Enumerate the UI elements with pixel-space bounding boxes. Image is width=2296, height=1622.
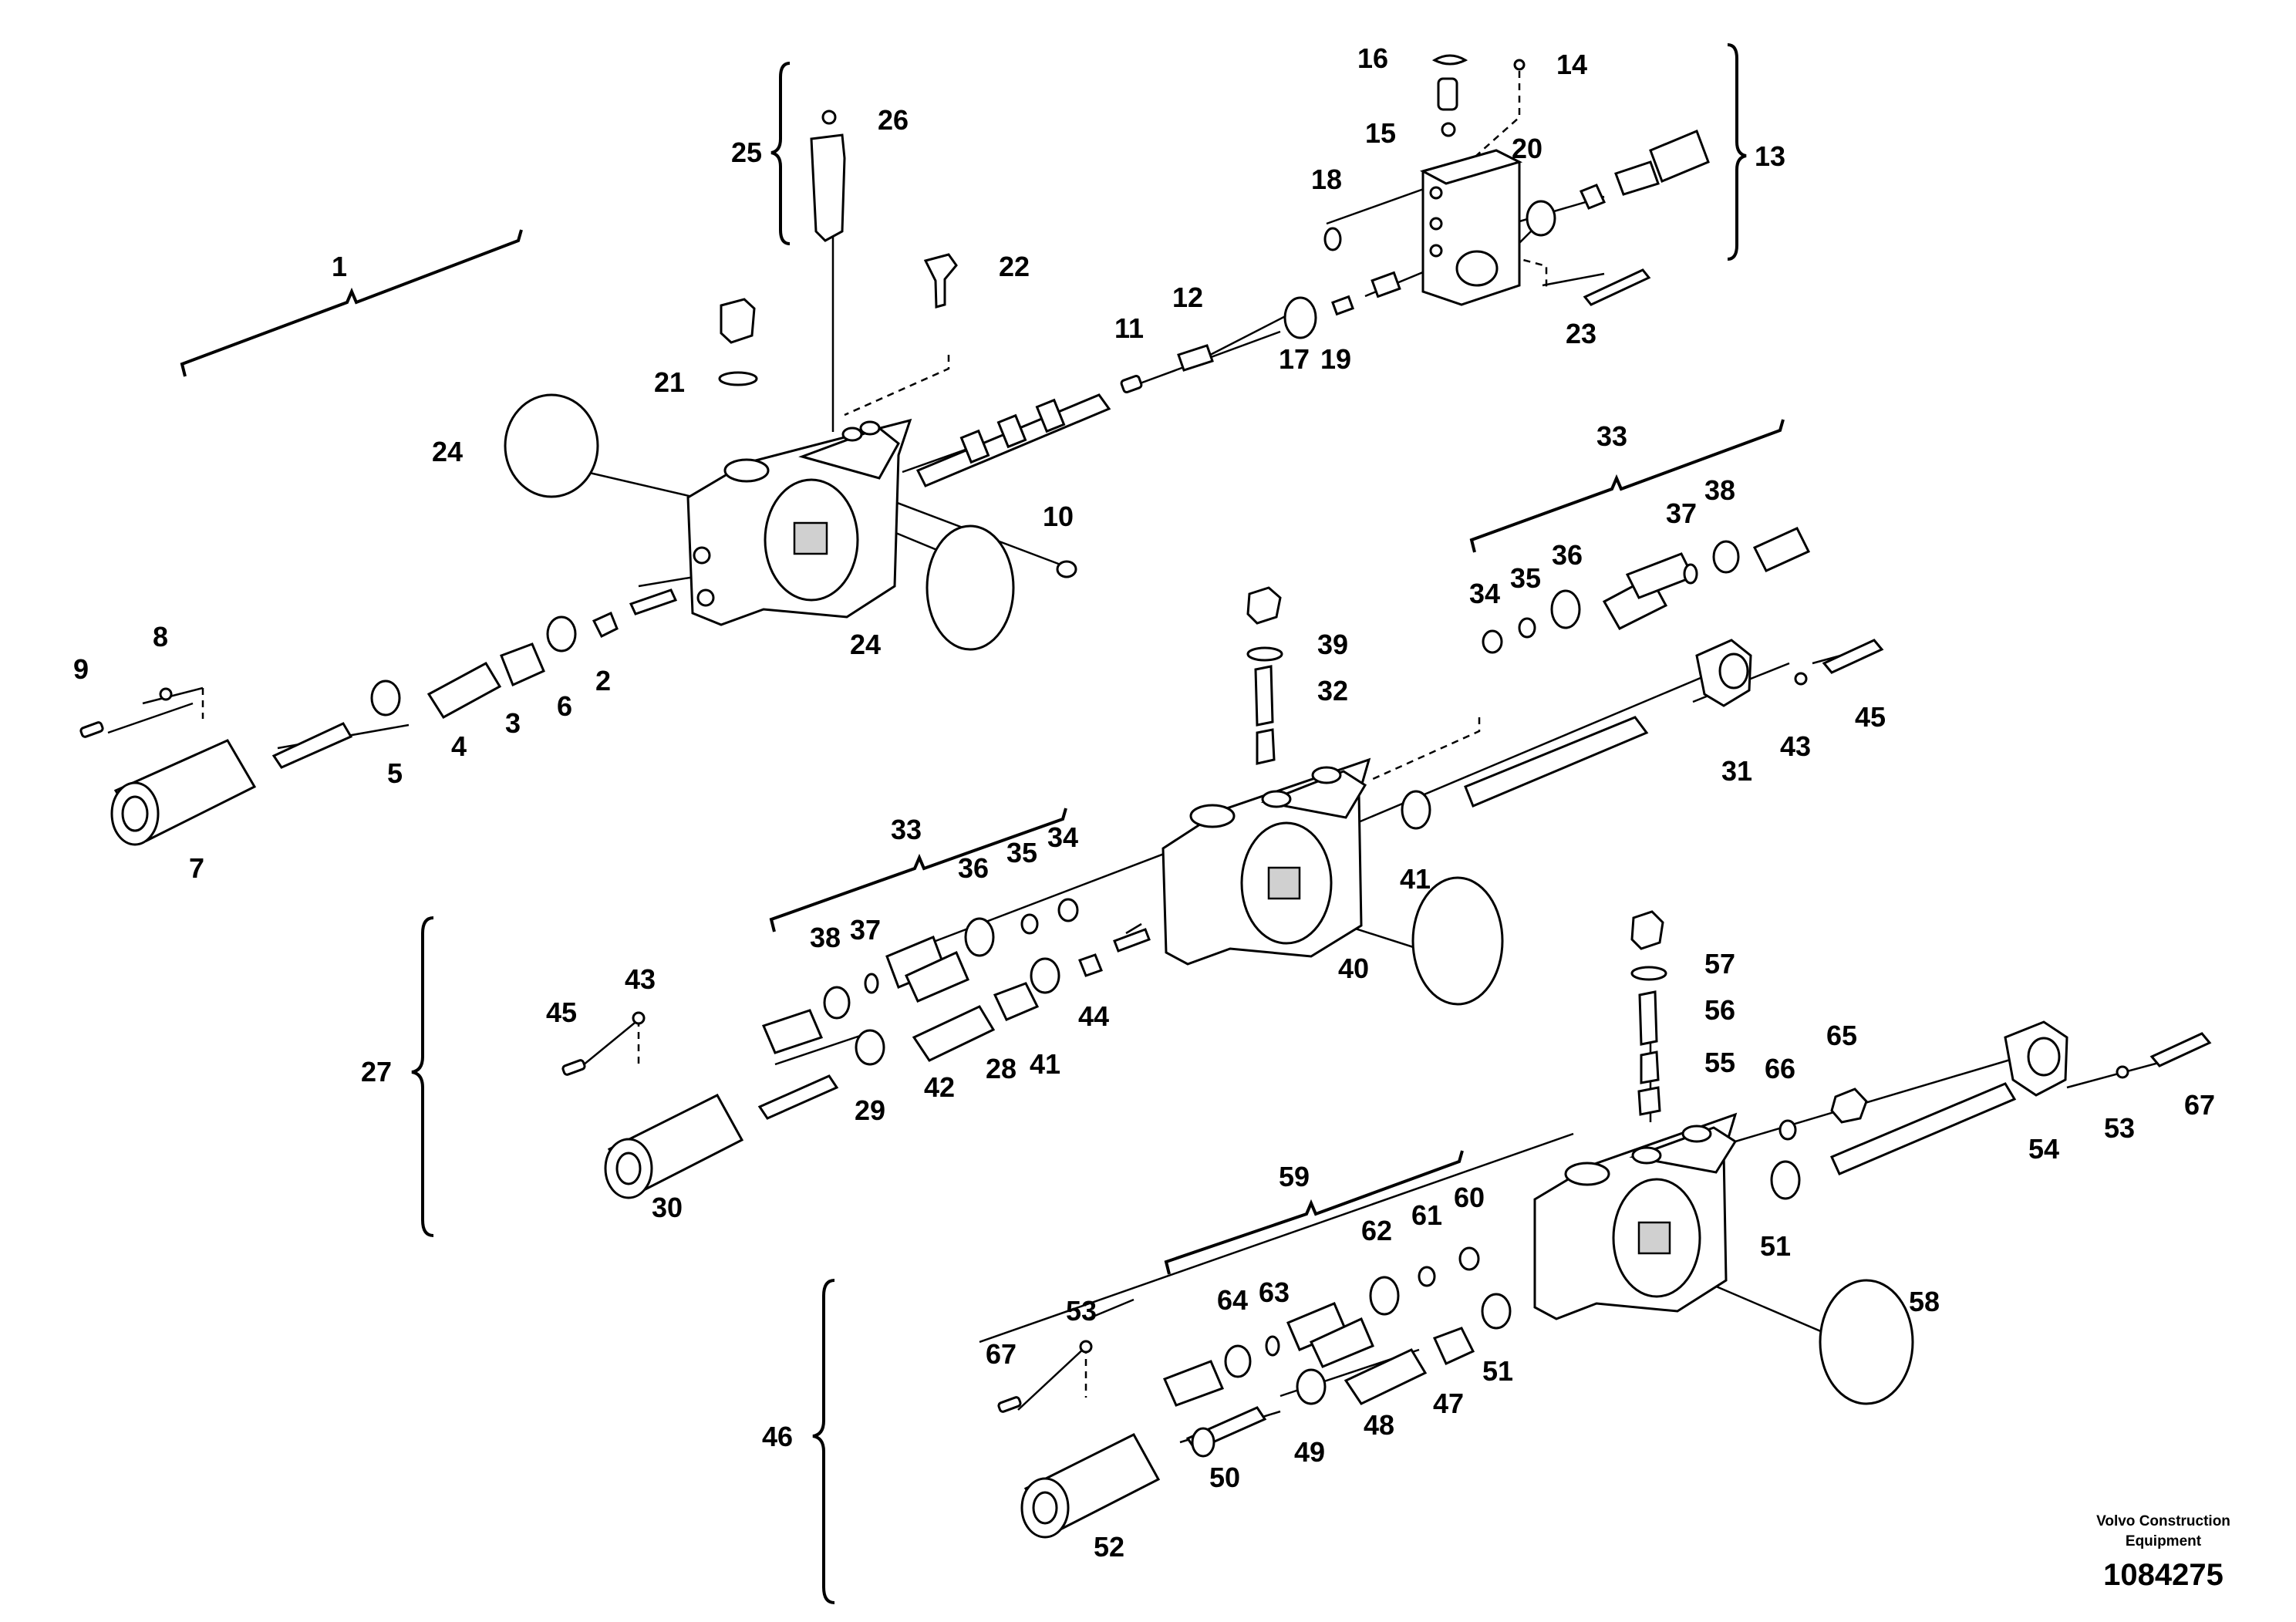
label-18: 18 bbox=[1311, 164, 1342, 195]
label-11: 11 bbox=[1114, 312, 1144, 344]
label-62: 62 bbox=[1361, 1215, 1392, 1246]
label-30: 30 bbox=[652, 1192, 683, 1223]
label-42: 42 bbox=[924, 1071, 955, 1103]
label-36a: 36 bbox=[1552, 539, 1583, 571]
label-13: 13 bbox=[1755, 140, 1785, 172]
label-32: 32 bbox=[1317, 675, 1348, 706]
label-15: 15 bbox=[1365, 117, 1396, 149]
label-31: 31 bbox=[1721, 755, 1752, 787]
label-35a: 35 bbox=[1510, 562, 1541, 594]
label-46: 46 bbox=[762, 1421, 793, 1452]
label-45b: 45 bbox=[546, 996, 577, 1028]
label-61: 61 bbox=[1411, 1199, 1442, 1231]
o-ring-24-upper bbox=[504, 393, 599, 498]
label-56: 56 bbox=[1704, 994, 1735, 1026]
label-50: 50 bbox=[1209, 1462, 1240, 1493]
label-64: 64 bbox=[1217, 1284, 1248, 1316]
label-33b: 33 bbox=[891, 814, 922, 845]
label-67a: 67 bbox=[986, 1338, 1017, 1370]
label-35b: 35 bbox=[1006, 837, 1037, 868]
label-51b: 51 bbox=[1482, 1355, 1513, 1387]
label-12: 12 bbox=[1172, 282, 1203, 313]
label-58: 58 bbox=[1909, 1286, 1940, 1317]
document-number: 1084275 bbox=[2103, 1558, 2224, 1592]
label-24a: 24 bbox=[432, 436, 463, 467]
label-54: 54 bbox=[2028, 1133, 2059, 1165]
label-19: 19 bbox=[1320, 343, 1351, 375]
label-55: 55 bbox=[1704, 1047, 1735, 1078]
label-45a: 45 bbox=[1855, 701, 1886, 733]
label-24b: 24 bbox=[850, 629, 881, 660]
label-53a: 53 bbox=[1066, 1295, 1097, 1327]
label-59: 59 bbox=[1279, 1161, 1310, 1192]
label-47: 47 bbox=[1433, 1388, 1464, 1419]
label-2: 2 bbox=[595, 665, 611, 696]
label-49: 49 bbox=[1294, 1436, 1325, 1468]
label-16: 16 bbox=[1357, 42, 1388, 74]
middle-valve-section bbox=[561, 527, 1884, 1199]
credit-line-1: Volvo Construction bbox=[2096, 1513, 2230, 1529]
label-67b: 67 bbox=[2184, 1089, 2215, 1121]
label-29: 29 bbox=[855, 1094, 885, 1126]
label-5: 5 bbox=[387, 757, 403, 789]
label-60: 60 bbox=[1454, 1182, 1485, 1213]
top-valve-section bbox=[79, 54, 1710, 846]
label-1: 1 bbox=[332, 251, 347, 282]
label-39: 39 bbox=[1317, 629, 1348, 660]
label-44: 44 bbox=[1078, 1000, 1109, 1032]
label-21: 21 bbox=[654, 366, 685, 398]
label-22: 22 bbox=[999, 251, 1030, 282]
label-33a: 33 bbox=[1596, 420, 1627, 452]
label-37a: 37 bbox=[1666, 497, 1697, 529]
o-ring-24-lower bbox=[925, 524, 1015, 651]
label-48: 48 bbox=[1364, 1409, 1394, 1441]
label-17: 17 bbox=[1279, 343, 1310, 375]
label-26: 26 bbox=[878, 104, 909, 136]
label-63: 63 bbox=[1259, 1276, 1290, 1308]
label-20: 20 bbox=[1512, 133, 1542, 164]
label-28: 28 bbox=[986, 1053, 1017, 1084]
label-3: 3 bbox=[505, 707, 521, 739]
part-number-labels: 1 2 3 4 5 6 7 8 9 10 11 12 13 14 15 16 1… bbox=[73, 42, 2215, 1563]
label-25: 25 bbox=[731, 137, 762, 168]
credit-line-2: Equipment bbox=[2126, 1533, 2202, 1549]
label-7: 7 bbox=[189, 852, 204, 884]
label-38b: 38 bbox=[810, 922, 841, 953]
label-52: 52 bbox=[1094, 1531, 1124, 1563]
label-51a: 51 bbox=[1760, 1230, 1791, 1262]
label-4: 4 bbox=[451, 730, 467, 762]
label-6: 6 bbox=[557, 690, 572, 722]
label-66: 66 bbox=[1765, 1053, 1795, 1084]
label-10: 10 bbox=[1043, 501, 1074, 532]
label-41a: 41 bbox=[1400, 863, 1431, 895]
label-23: 23 bbox=[1566, 318, 1596, 349]
label-37b: 37 bbox=[850, 914, 881, 946]
label-40: 40 bbox=[1338, 953, 1369, 984]
label-34b: 34 bbox=[1047, 821, 1078, 853]
label-65: 65 bbox=[1826, 1020, 1857, 1051]
label-14: 14 bbox=[1556, 49, 1587, 80]
label-43a: 43 bbox=[1780, 730, 1811, 762]
label-27: 27 bbox=[361, 1056, 392, 1088]
label-41b: 41 bbox=[1030, 1048, 1060, 1080]
label-34a: 34 bbox=[1469, 578, 1500, 609]
label-53b: 53 bbox=[2104, 1112, 2135, 1144]
label-36b: 36 bbox=[958, 852, 989, 884]
label-9: 9 bbox=[73, 653, 89, 685]
group-braces bbox=[180, 43, 1785, 1604]
label-57: 57 bbox=[1704, 948, 1735, 980]
lower-valve-section bbox=[979, 910, 2212, 1539]
title-block: Volvo Construction Equipment 1084275 bbox=[2096, 1513, 2230, 1592]
label-38a: 38 bbox=[1704, 474, 1735, 506]
label-43b: 43 bbox=[625, 963, 656, 995]
label-8: 8 bbox=[153, 621, 168, 653]
